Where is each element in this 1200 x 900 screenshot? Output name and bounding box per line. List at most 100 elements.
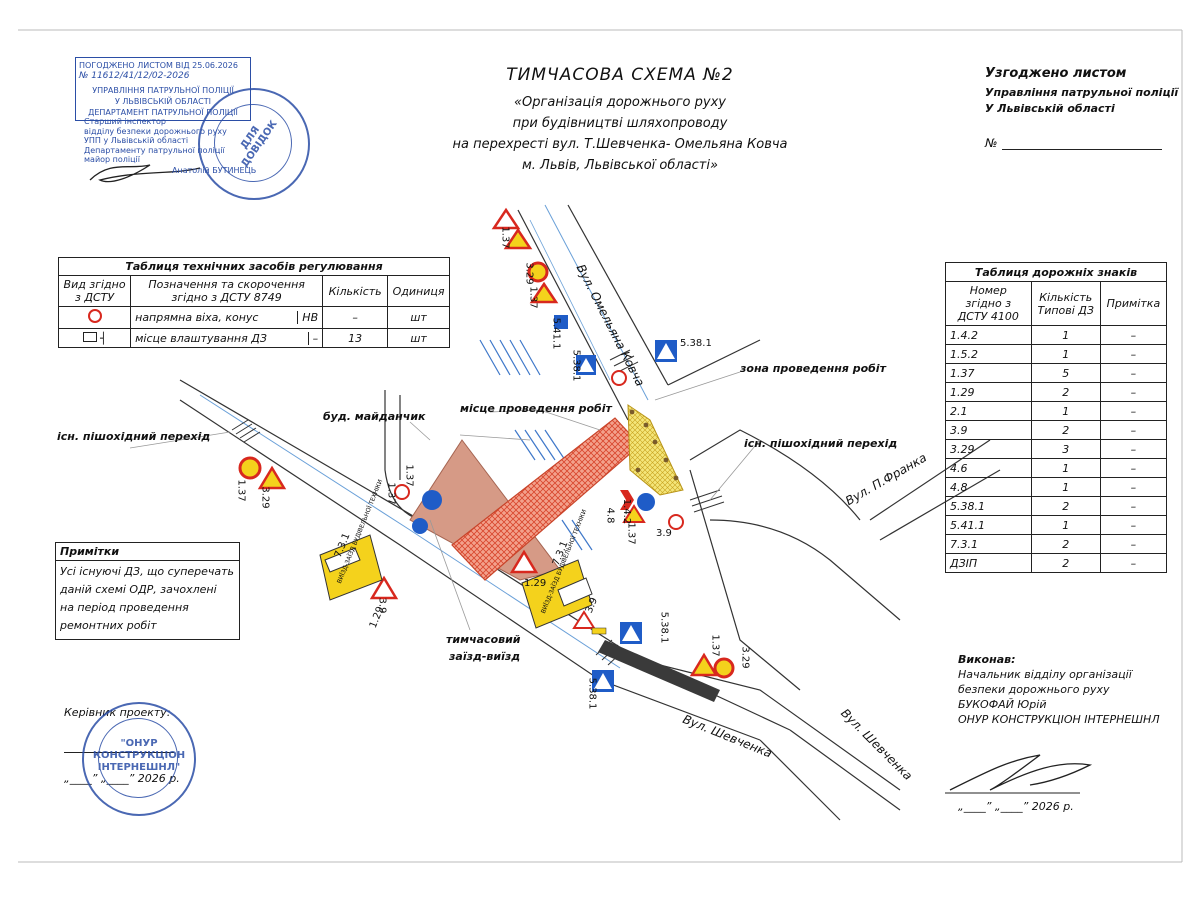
tech-row-qty: – [322,306,389,329]
stamp-line2: № 11612/41/12/02-2026 [79,71,190,81]
signs-table-title: Таблиця дорожніх знаків [945,262,1167,282]
work-place-label: місце проведення робіт [460,402,612,415]
temp-entry-label-1: тимчасовий [446,633,521,646]
tech-row-abbr: НВ [297,311,318,324]
sign-label: 5.38.1 [658,611,670,644]
title-line2: при будівництві шляхопроводу [512,116,728,131]
executor-line2: безпеки дорожнього руху [958,683,1110,696]
stamp-sub2: відділу безпеки дорожнього руху [84,126,227,136]
seal-text-1: "ОНУР [120,738,158,749]
sign-group-left [238,456,442,534]
street-kovcha [517,204,669,421]
sign-label: 1.37 [385,482,397,505]
sign-label: 3.29 [739,646,751,669]
notes-text4: ремонтних робіт [60,619,157,632]
tech-header-unit: Одиниця [387,275,450,307]
info-plates [319,534,593,629]
seal-text-3: ІНТЕРНЕШНЛ" [97,762,181,773]
sign-label: 3.29 [523,262,535,285]
sign-label: 1.37 [709,634,721,657]
work-zone [627,404,684,496]
tech-row: ┤ місце влаштування ДЗ– 13 шт [57,328,450,348]
site-label: буд. майданчик [323,410,426,423]
company-round-seal: "ОНУР КОНСТРУКЦІОН ІНТЕРНЕШНЛ" [82,702,196,816]
sign-label: 1.37 [403,464,415,487]
stamp-line3: УПРАВЛІННЯ ПАТРУЛЬНОЇ ПОЛІЦІЇ [92,86,234,95]
stamp-sub3: УПП у Львівській області [84,136,189,145]
sign-group-bottom [572,610,735,692]
sign-label: 4.8 [604,507,616,524]
approval-org2: У Львівській області [985,102,1115,115]
tech-header-designation: Позначення та скорочення згідно з ДСТУ 8… [130,275,324,307]
sign-label: 3.29 [259,486,271,509]
notes-heading: Примітки [56,543,239,561]
tech-header-qty: Кількість [322,275,389,307]
sign-label: 5.38.1 [570,349,582,382]
sign-label: 5.41.1 [550,317,562,350]
temp-entry-label-2: заїзд-виїзд [449,650,521,663]
sign-group-center [369,490,684,600]
stamp-sub1: Старший інспектор [84,117,166,126]
sign-label: 5.38.1 [586,677,598,710]
tech-row-unit: шт [387,306,450,329]
title-line1: «Організація дорожнього руху [514,95,726,110]
title-line3: на перехресті вул. Т.Шевченка- Омельяна … [452,137,788,152]
sign-label: 1.29 [524,578,547,589]
sign-label: 1.37 [527,286,539,309]
executor-date: „____” „____” 2026 р. [958,800,1074,813]
crossing-left-label: існ. пішохідний перехід [57,430,211,443]
signs-header-num: Номер згідно з ДСТУ 4100 [945,281,1032,326]
tech-row-unit: шт [387,328,450,348]
tech-row-desc: напрямна віха, конус [135,311,259,324]
approval-heading: Узгоджено листом [985,66,1127,81]
tech-header-type: Вид згідно з ДСТУ [57,275,132,307]
seal-text-2: КОНСТРУКЦІОН [92,750,186,761]
sign-label: 1.37 [499,226,511,249]
executor-line1: Начальник відділу організації [958,668,1132,681]
executor-line4: ОНУР КОНСТРУКЦІОН ІНТЕРНЕШНЛ [958,713,1160,726]
work-zone-label: зона проведення робіт [740,362,886,375]
stamp-line4: У ЛЬВІВСЬКІЙ ОБЛАСТІ [114,97,211,106]
approval-number-line [1002,149,1162,150]
notes-text3: на період проведення [60,601,189,614]
title-line4: м. Львів, Львівської області» [521,158,719,173]
crossing-right-label: існ. пішохідний перехід [744,437,898,450]
tech-row: напрямна віха, конус НВ – шт [57,306,450,329]
stamp-sublines: Старший інспектор відділу безпеки дорожн… [84,117,227,165]
notes-text1: Усі існуючі ДЗ, що суперечать [60,565,235,578]
tech-means-table: Таблиця технічних засобів регулювання Ви… [57,257,450,348]
road-signs-table: Таблиця дорожніх знаків Номер згідно з Д… [945,262,1168,573]
title-main: ТИМЧАСОВА СХЕМА №2 [506,65,734,85]
round-seal-top: ДЛЯ ДОВІДОК [198,88,310,200]
sign-label: 5.38.1 [680,338,712,349]
sign-label: 1.37 [235,479,247,502]
stamp-line1: ПОГОДЖЕНО ЛИСТОМ ВІД 25.06.2026 [79,61,238,70]
cone-icon [57,306,132,329]
sign-post-icon: ┤ [57,328,132,348]
notes-box: Примітки Усі існуючі ДЗ, що суперечать д… [55,542,240,640]
sign-group-kovcha-crossing [576,340,677,386]
executor-line3: БУКОФАЙ Юрій [958,698,1047,711]
stamp-line5: ДЕПАРТАМЕНТ ПАТРУЛЬНОЇ ПОЛІЦІЇ [88,108,238,117]
stamp-sub5: майор поліції [84,155,141,164]
sign-label: 1.37 [625,522,637,545]
sign-group-top [491,207,568,329]
sign-label: 1.4.2 [621,498,633,525]
tech-row-desc: місце влаштування ДЗ [135,331,267,345]
signs-header-note: Примітка [1099,281,1168,326]
tech-row-qty: 13 [322,328,389,348]
approval-number-label: № [985,136,998,150]
